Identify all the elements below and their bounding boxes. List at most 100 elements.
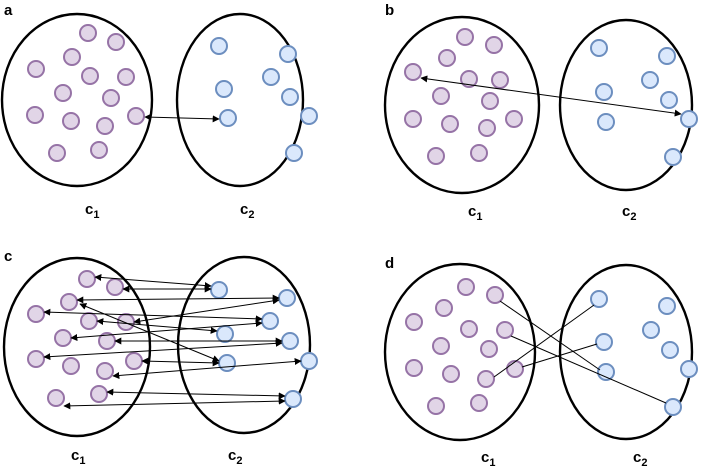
node-c2 [664,398,682,416]
edge [499,300,601,371]
node-c2 [641,71,659,89]
node-c1 [81,67,99,85]
node-c1 [26,106,44,124]
node-c1 [432,337,450,355]
node-c2 [281,332,299,350]
panel-a-c2-nodes [210,37,318,162]
node-c1 [491,71,509,89]
edge [141,357,220,367]
panel-a-label-c1: c1 [85,201,99,221]
node-c1 [477,370,495,388]
node-c1 [125,352,143,370]
node-c2 [658,297,676,315]
node-c2 [680,110,698,128]
node-c1 [96,117,114,135]
node-c1 [427,147,445,165]
panel-a-c1-nodes [26,24,145,162]
node-c2 [664,148,682,166]
panel-a: a [0,2,318,221]
node-c2 [661,341,679,359]
panel-a-cluster-c2 [175,12,305,188]
edge [144,113,220,123]
node-c2 [300,107,318,125]
node-c1 [478,119,496,137]
edge [94,273,212,290]
panel-d-label: d [385,255,394,272]
edge [76,294,280,304]
node-c2 [281,88,299,106]
panel-b-label-c2: c2 [622,203,636,223]
node-c1 [27,305,45,323]
node-c2 [595,83,613,101]
node-c1 [432,87,450,105]
node-c1 [470,144,488,162]
node-c1 [90,141,108,159]
node-c2 [597,363,615,381]
panel-a-label: a [4,2,13,19]
panel-d-c1-nodes [405,278,524,415]
edge [521,343,598,368]
node-c2 [279,45,297,63]
edge [420,75,682,117]
node-c2 [210,37,228,55]
node-c2 [285,144,303,162]
node-c1 [79,24,97,42]
panel-c-edges [43,273,302,410]
node-c2 [300,352,318,370]
node-c2 [660,91,678,109]
edge [96,318,218,334]
panel-a-cluster-c1 [0,12,154,188]
node-c1 [107,33,125,51]
panel-c-label-c1: c1 [71,447,85,467]
node-c1 [96,362,114,380]
node-c1 [60,293,78,311]
node-c2 [215,80,233,98]
node-c1 [117,68,135,86]
edge [43,308,263,323]
node-c2 [642,321,660,339]
node-c1 [48,144,66,162]
edge [493,304,595,378]
node-c1 [404,63,422,81]
node-c1 [442,365,460,383]
node-c1 [505,110,523,128]
panel-d-label-c2: c2 [633,449,647,467]
node-c2 [219,109,237,127]
panel-c-c1-nodes [27,270,143,407]
panel-a-edges [144,113,220,123]
node-c2 [680,360,698,378]
node-c2 [597,113,615,131]
panel-b: b [383,2,698,223]
node-c1 [127,107,145,125]
node-c1 [62,357,80,375]
node-c1 [485,36,503,54]
panel-c-label: c [4,248,12,265]
node-c1 [457,278,475,296]
panel-d-edges [493,300,667,404]
node-c2 [658,47,676,65]
panel-c: c [2,248,318,467]
node-c2 [262,68,280,86]
node-c2 [595,333,613,351]
panel-b-c1-nodes [404,28,523,165]
node-c1 [90,385,108,403]
node-c1 [78,270,96,288]
node-c1 [54,84,72,102]
node-c2 [261,312,279,330]
panel-b-edges [420,75,682,117]
node-c1 [427,397,445,415]
node-c2 [216,325,234,343]
node-c1 [80,312,98,330]
node-c1 [62,112,80,130]
node-c1 [480,340,498,358]
node-c1 [405,359,423,377]
panel-d: d [383,255,698,467]
node-c1 [470,394,488,412]
edge [112,358,302,379]
node-c1 [405,313,423,331]
edge [106,388,286,400]
panel-c-label-c2: c2 [228,447,242,467]
panel-d-cluster-c1 [383,262,537,442]
node-c1 [441,115,459,133]
node-c2 [284,390,302,408]
